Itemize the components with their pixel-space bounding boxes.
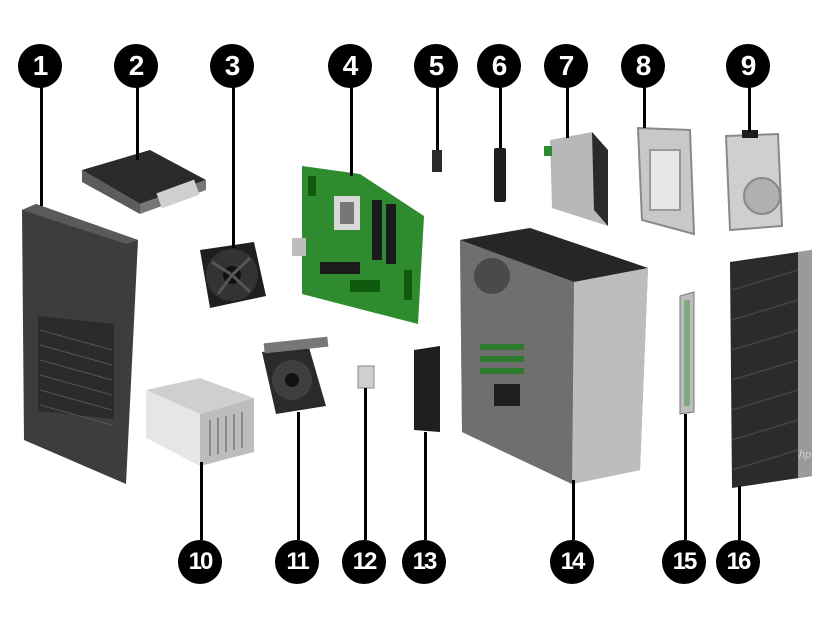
side-access-panel [22,204,138,484]
m2-ssd [494,148,506,202]
leader-line-16 [738,486,741,540]
callout-8: 8 [621,44,665,88]
leader-line-8 [643,80,646,128]
callout-15: 15 [662,540,706,584]
leader-line-12 [364,388,367,540]
leader-line-4 [350,80,353,176]
leader-line-10 [200,462,203,540]
callout-1: 1 [18,44,62,88]
memory-module [357,365,375,389]
callout-11: 11 [275,540,319,584]
drive-cage [636,126,696,236]
leader-line-3 [232,80,235,248]
callout-13: 13 [402,540,446,584]
callout-14: 14 [550,540,594,584]
case-fan [200,242,266,308]
optical-drive [544,132,608,226]
leader-line-7 [566,80,569,138]
chassis [460,228,648,484]
callout-10: 10 [178,540,222,584]
expansion-bracket [679,291,695,415]
hp-logo: hp [799,449,811,461]
leader-line-11 [297,412,300,540]
hard-drive [724,130,784,232]
callout-2: 2 [114,44,158,88]
leader-line-2 [136,80,139,160]
callout-3: 3 [210,44,254,88]
graphics-card [82,150,206,214]
callout-12: 12 [342,540,386,584]
leader-line-15 [684,414,687,540]
callout-7: 7 [544,44,588,88]
cpu-cooler [262,336,329,414]
leader-line-1 [40,80,43,206]
motherboard [292,166,424,324]
front-bezel: hp [730,250,812,488]
storage-module [414,346,440,432]
callout-6: 6 [477,44,521,88]
power-supply [146,378,254,466]
leader-line-14 [572,480,575,540]
leader-line-5 [436,80,439,150]
leader-line-9 [748,80,751,132]
callout-16: 16 [716,540,760,584]
leader-line-13 [424,432,427,540]
small-module [432,150,442,172]
callout-9: 9 [726,44,770,88]
callout-5: 5 [414,44,458,88]
leader-line-6 [499,80,502,148]
callout-4: 4 [328,44,372,88]
